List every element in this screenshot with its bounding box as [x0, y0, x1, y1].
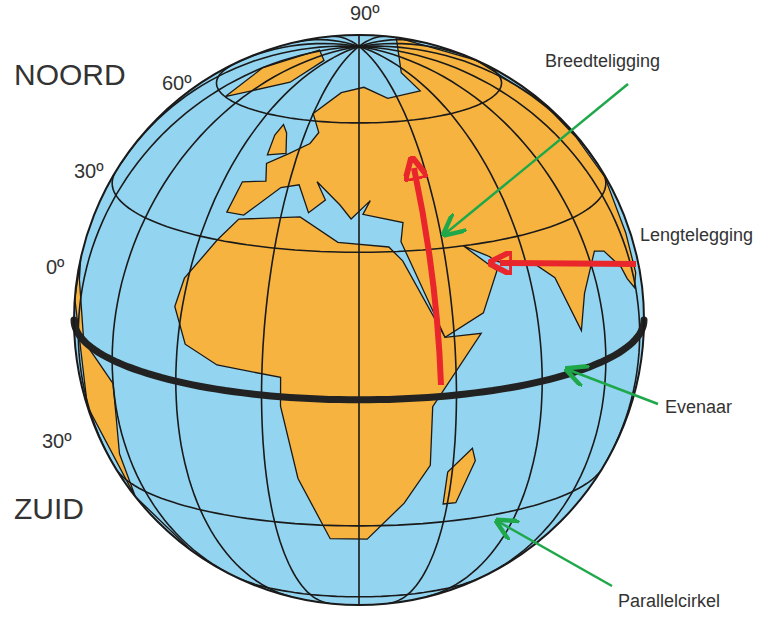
hemisphere-label: NOORD: [14, 58, 126, 91]
hemisphere-label: ZUID: [14, 492, 84, 525]
graticule: [78, 35, 639, 605]
meridian: [112, 46, 359, 573]
callout-label: Evenaar: [665, 398, 732, 418]
meridian: [359, 46, 542, 596]
meridian: [359, 46, 457, 603]
degree-label: 30º: [74, 160, 104, 182]
meridian: [176, 46, 359, 596]
leader-line: [499, 522, 612, 586]
degree-label: 90º: [350, 2, 380, 24]
degree-label: 0º: [46, 256, 64, 278]
leader-line: [569, 370, 658, 404]
globe-outline: [74, 35, 644, 605]
land-mass: [443, 448, 475, 504]
meridian: [78, 46, 359, 468]
meridian: [359, 44, 482, 64]
meridian: [358, 35, 360, 46]
parallel: [237, 578, 481, 597]
leader-line: [446, 84, 628, 233]
parallel: [112, 172, 606, 252]
callout-label: Breedteligging: [545, 52, 660, 72]
meridian: [358, 46, 360, 605]
equator-line: [74, 320, 644, 400]
degree-label: 60º: [162, 72, 192, 94]
meridian: [262, 46, 360, 603]
ocean: [74, 35, 644, 605]
longitude-arrow: [500, 263, 636, 264]
meridian: [359, 46, 640, 468]
latitude-arrow: [414, 168, 441, 385]
parallel: [117, 470, 602, 526]
continents: [75, 37, 636, 550]
meridian: [359, 46, 606, 573]
parallel: [217, 64, 502, 123]
callout-label: Lengtelegging: [640, 226, 753, 246]
land-mass: [267, 125, 286, 155]
land-mass: [75, 258, 191, 550]
callout-label: Parallelcirkel: [618, 592, 720, 612]
degree-label: 30º: [42, 430, 72, 452]
